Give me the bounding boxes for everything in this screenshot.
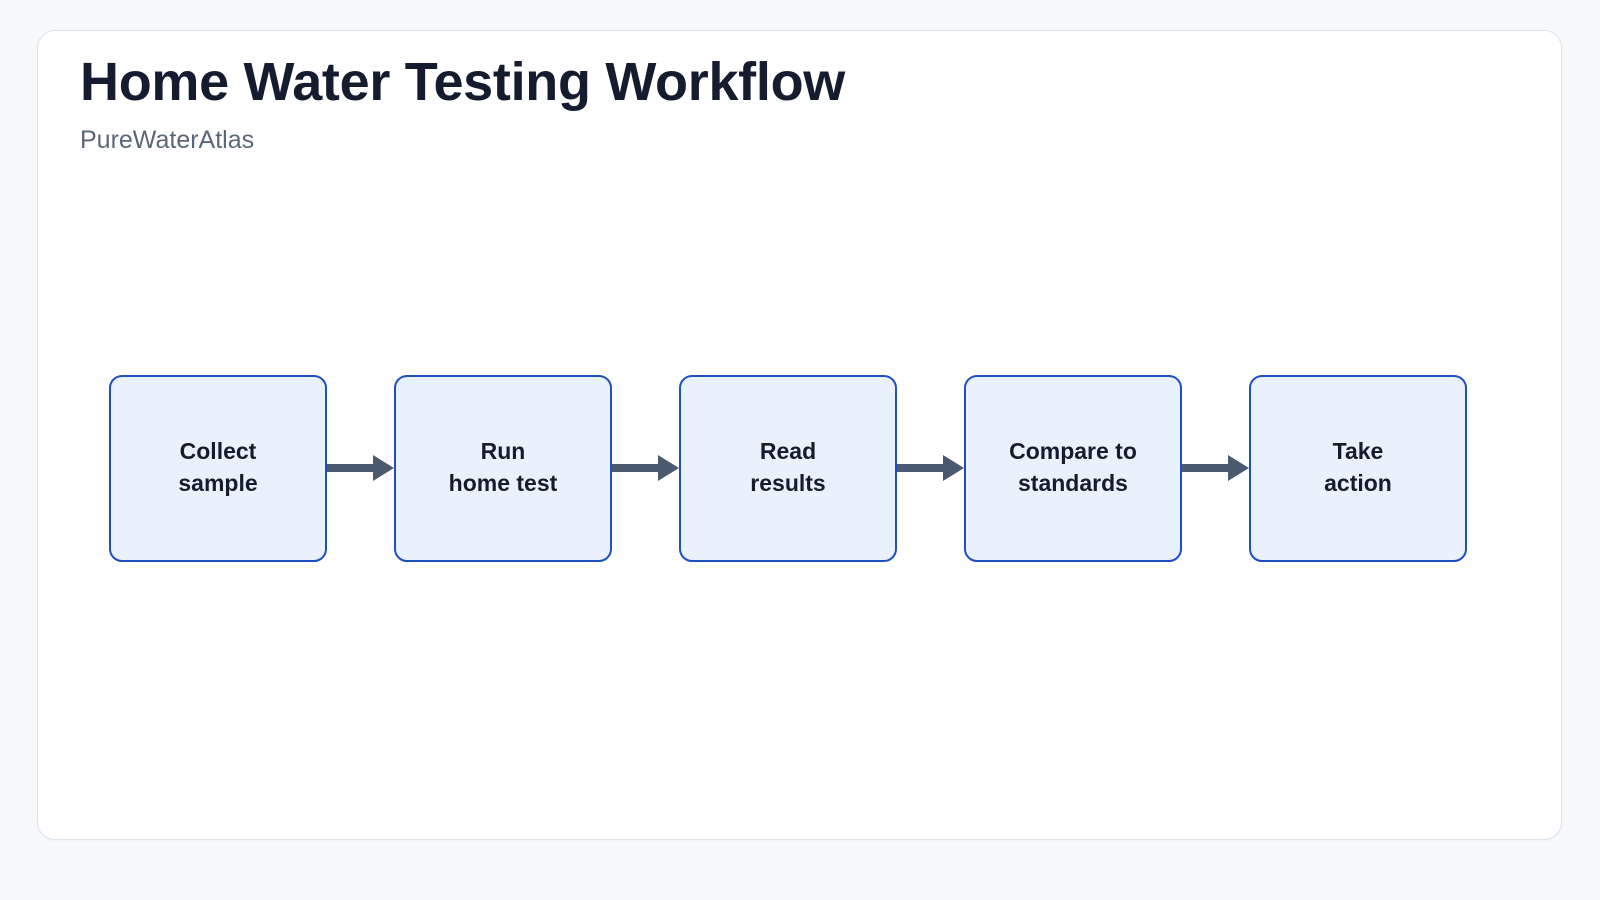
flow-node-compare-to-standards[interactable]: Compare to standards [964, 374, 1182, 562]
arrow-right-icon [373, 455, 394, 481]
flow-connector-2 [612, 455, 679, 481]
flow-node-run-home-test[interactable]: Run home test [394, 374, 612, 562]
flow-node-label: Collect sample [178, 438, 258, 496]
arrow-shaft [1182, 464, 1229, 472]
page-subtitle: PureWaterAtlas [80, 126, 255, 155]
flow-node-collect-sample[interactable]: Collect sample [109, 374, 327, 562]
arrow-shaft [327, 464, 374, 472]
flow-node-label: Run home test [448, 438, 558, 496]
page-title: Home Water Testing Workflow [80, 52, 845, 112]
arrow-right-icon [943, 455, 964, 481]
flow-connector-1 [327, 455, 394, 481]
flow-connector-4 [1182, 455, 1249, 481]
arrow-right-icon [658, 455, 679, 481]
header: Home Water Testing Workflow PureWaterAtl… [80, 53, 845, 155]
workflow-card: Home Water Testing Workflow PureWaterAtl… [37, 30, 1562, 840]
flow-connector-3 [897, 455, 964, 481]
flow-node-take-action[interactable]: Take action [1249, 374, 1467, 562]
flow-node-label: Read results [750, 438, 826, 496]
workflow-diagram: Collect sample Run home test Read result… [38, 343, 1563, 593]
flow-node-label: Take action [1324, 438, 1392, 496]
arrow-shaft [612, 464, 659, 472]
arrow-shaft [897, 464, 944, 472]
arrow-right-icon [1228, 455, 1249, 481]
flow-node-read-results[interactable]: Read results [679, 374, 897, 562]
flow-node-label: Compare to standards [1009, 438, 1137, 496]
